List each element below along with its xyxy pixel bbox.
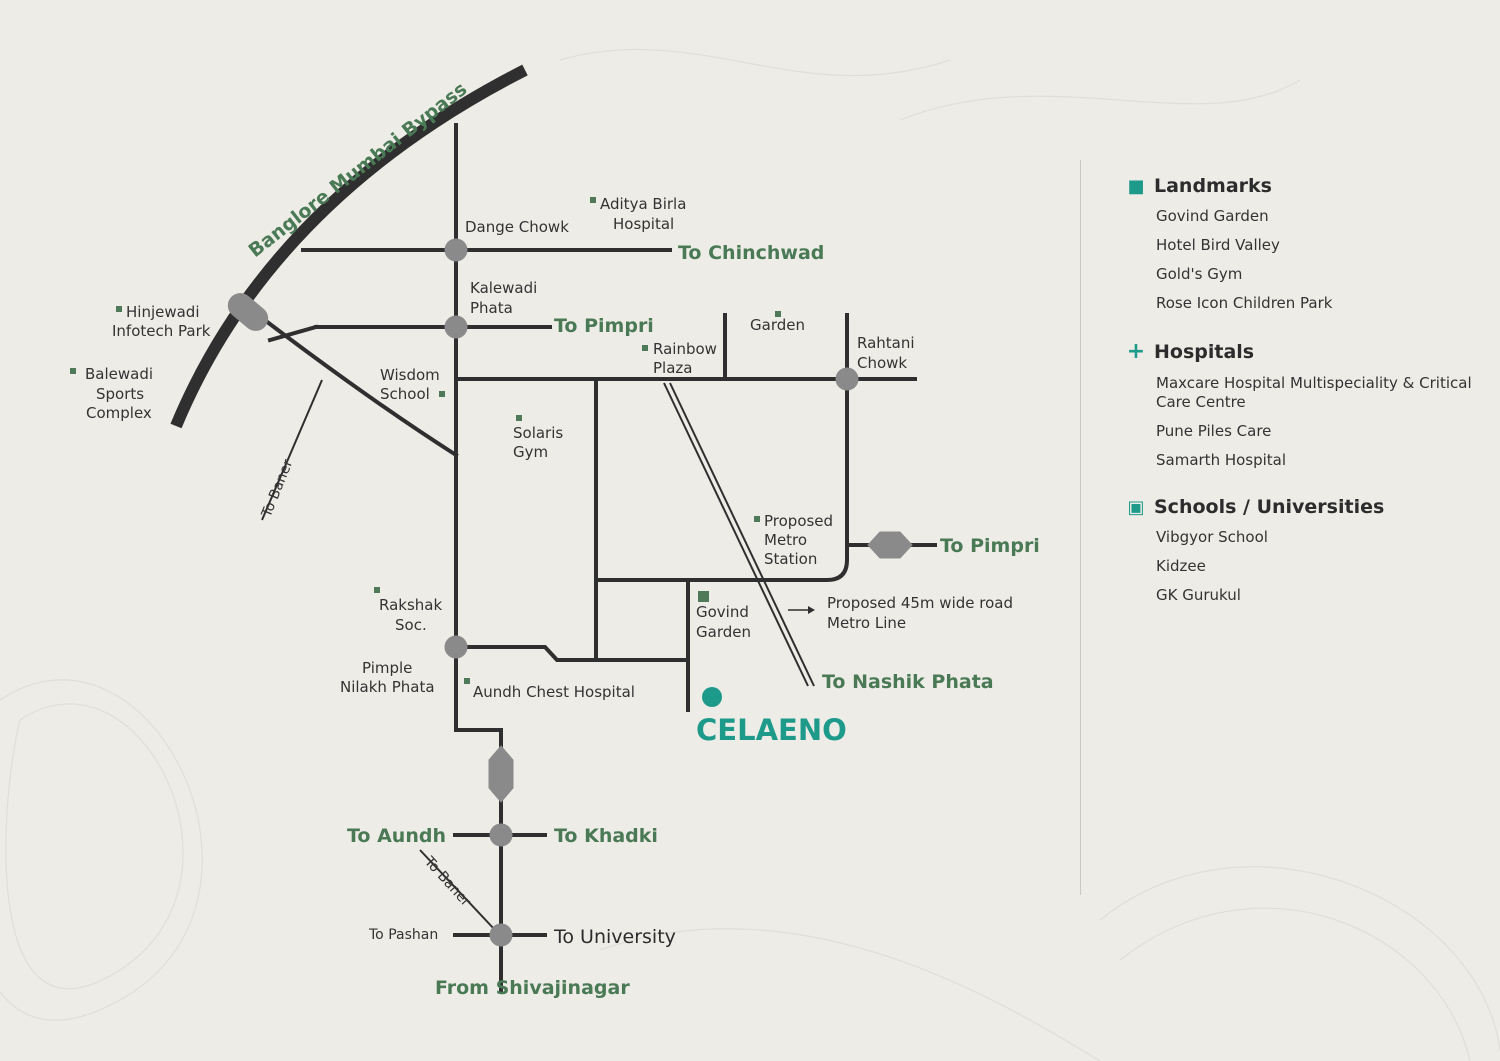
label-to-baner-1: To Baner: [258, 457, 296, 520]
svg-text:Kalewadi: Kalewadi: [470, 279, 537, 297]
dest-to-university: To University: [553, 926, 676, 948]
legend-item: Rose Icon Children Park: [1156, 294, 1333, 312]
square-icon: ■: [1127, 175, 1145, 197]
project-name: CELAENO: [696, 713, 847, 747]
label-rakshak-soc: Rakshak Soc.: [379, 596, 442, 634]
label-govind-garden: Govind Garden: [696, 603, 751, 641]
junction-dange-chowk: [444, 238, 468, 262]
annotation-proposed-road: Proposed 45m wide road Metro Line: [788, 594, 1013, 632]
label-proposed-metro: Proposed Metro Station: [764, 512, 833, 568]
flyover-aundh: [488, 745, 514, 803]
metro-line: [663, 382, 815, 687]
road-network: [259, 123, 937, 992]
junction-pimple-nilakh: [444, 635, 468, 659]
label-rahtani-chowk: Rahtani Chowk: [857, 334, 915, 372]
legend-item: Govind Garden: [1156, 207, 1269, 225]
legend-item: GK Gurukul: [1156, 586, 1241, 604]
svg-text:Nilakh Phata: Nilakh Phata: [340, 678, 435, 696]
svg-text:Complex: Complex: [86, 404, 152, 422]
dest-to-chinchwad: To Chinchwad: [678, 242, 824, 264]
books-icon: ▣: [1127, 496, 1145, 518]
svg-text:School: School: [380, 385, 430, 403]
label-aundh-chest: Aundh Chest Hospital: [473, 683, 635, 701]
dest-to-aundh: To Aundh: [347, 825, 446, 847]
dest-from-shivajinagar: From Shivajinagar: [435, 977, 630, 999]
flyover-pimpri: [867, 531, 913, 559]
legend-landmarks: ■ Landmarks Govind Garden Hotel Bird Val…: [1126, 175, 1486, 313]
svg-text:Balewadi: Balewadi: [85, 365, 153, 383]
label-balewadi: Balewadi Sports Complex: [85, 365, 153, 422]
junction-kalewadi-phata: [444, 315, 468, 339]
label-to-baner-2: To Baner: [420, 853, 473, 910]
project-location-marker: [702, 687, 722, 707]
svg-text:Proposed 45m wide road: Proposed 45m wide road: [827, 594, 1013, 612]
dest-to-khadki: To Khadki: [554, 825, 658, 847]
legend-hospitals: + Hospitals Maxcare Hospital Multispecia…: [1126, 339, 1486, 470]
svg-text:Plaza: Plaza: [653, 359, 692, 377]
legend-schools-title: Schools / Universities: [1154, 496, 1385, 518]
svg-text:Hinjewadi: Hinjewadi: [126, 303, 200, 321]
svg-text:Phata: Phata: [470, 299, 513, 317]
label-garden: Garden: [750, 316, 805, 334]
plus-icon: +: [1126, 339, 1146, 364]
junction-aundh-khadki: [489, 823, 513, 847]
dest-to-nashik-phata: To Nashik Phata: [822, 671, 994, 693]
junction-rahtani-chowk: [835, 367, 859, 391]
svg-text:Metro Line: Metro Line: [827, 614, 906, 632]
minor-roads: [261, 379, 496, 931]
svg-text:Infotech Park: Infotech Park: [112, 322, 211, 340]
label-solaris-gym: Solaris Gym: [513, 424, 563, 461]
label-kalewadi-phata: Kalewadi Phata: [470, 279, 537, 317]
legend-item: Gold's Gym: [1156, 265, 1243, 283]
legend-item: Samarth Hospital: [1156, 451, 1287, 469]
svg-text:Proposed: Proposed: [764, 512, 833, 530]
svg-text:Hospital: Hospital: [613, 215, 674, 233]
label-hinjewadi: Hinjewadi Infotech Park: [112, 303, 211, 340]
svg-text:Wisdom: Wisdom: [380, 366, 440, 384]
svg-text:Sports: Sports: [96, 385, 144, 403]
legend-landmarks-title: Landmarks: [1154, 175, 1272, 197]
svg-text:Govind: Govind: [696, 603, 749, 621]
highway-bypass-road: [170, 64, 528, 429]
dest-to-pimpri-1: To Pimpri: [554, 315, 654, 337]
legend-schools: ▣ Schools / Universities Vibgyor School …: [1126, 496, 1486, 605]
contour-lines: [0, 48, 1500, 1061]
svg-text:Chowk: Chowk: [857, 354, 907, 372]
label-rainbow-plaza: Rainbow Plaza: [653, 340, 717, 377]
legend-item: Maxcare Hospital Multispeciality & Criti…: [1156, 374, 1472, 411]
svg-text:Soc.: Soc.: [395, 616, 427, 634]
svg-text:Metro: Metro: [764, 531, 807, 549]
svg-text:Rainbow: Rainbow: [653, 340, 717, 358]
svg-text:Station: Station: [764, 550, 817, 568]
label-dange-chowk: Dange Chowk: [465, 218, 569, 236]
legend-panel: ■ Landmarks Govind Garden Hotel Bird Val…: [1126, 175, 1486, 631]
dest-to-pimpri-2: To Pimpri: [940, 535, 1040, 557]
label-to-pashan: To Pashan: [368, 927, 438, 943]
legend-item: Kidzee: [1156, 557, 1206, 575]
place-markers: [70, 197, 781, 684]
svg-text:Garden: Garden: [696, 623, 751, 641]
svg-text:Rakshak: Rakshak: [379, 596, 442, 614]
junction-nodes: [227, 238, 913, 947]
svg-text:Pimple: Pimple: [362, 659, 412, 677]
label-aditya-birla: Aditya Birla Hospital: [600, 195, 686, 233]
legend-item: Hotel Bird Valley: [1156, 236, 1280, 254]
legend-hospitals-title: Hospitals: [1154, 340, 1255, 363]
legend-divider: [1080, 160, 1081, 895]
svg-text:Gym: Gym: [513, 443, 548, 461]
flyover-hinjewadi: [227, 293, 269, 331]
legend-item: Pune Piles Care: [1156, 422, 1272, 440]
svg-text:Solaris: Solaris: [513, 424, 563, 442]
legend-item: Vibgyor School: [1156, 528, 1268, 546]
junction-university: [489, 923, 513, 947]
svg-text:Rahtani: Rahtani: [857, 334, 915, 352]
label-wisdom-school: Wisdom School: [380, 366, 440, 403]
highway-label: Banglore Mumbai Bypass: [245, 78, 472, 262]
label-pimple-nilakh: Pimple Nilakh Phata: [340, 659, 435, 696]
svg-text:Aditya Birla: Aditya Birla: [600, 195, 686, 213]
